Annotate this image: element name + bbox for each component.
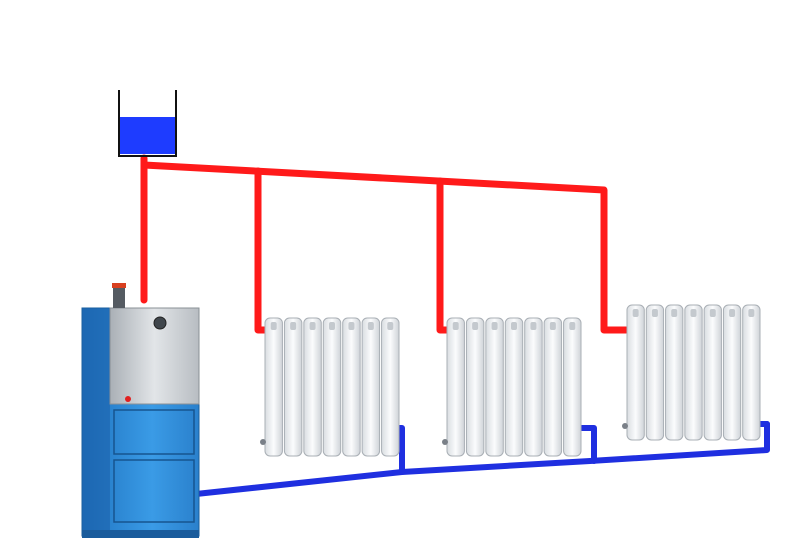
radiator-fin <box>342 317 361 457</box>
radiator-fin <box>283 317 303 457</box>
radiator-fin-cap <box>651 309 658 317</box>
supply-branch-radiator-2 <box>436 177 460 334</box>
boiler-lower-door <box>113 459 195 523</box>
expansion-tank <box>118 90 177 157</box>
boiler <box>81 283 200 538</box>
radiator-fin-cap <box>387 322 394 330</box>
radiator-fin <box>645 304 665 441</box>
radiator-fin-cap <box>729 309 736 317</box>
radiator-fin <box>563 317 582 457</box>
radiator-fin <box>543 317 563 457</box>
radiator-fin-cap <box>530 322 537 330</box>
radiator-fin-cap <box>491 322 498 330</box>
radiator-fin-cap <box>569 322 576 330</box>
radiator-fin <box>504 317 524 457</box>
expansion-tank-water <box>119 117 175 154</box>
radiator-fin-cap <box>632 309 639 317</box>
radiator-fin <box>322 317 342 457</box>
radiator-valve-icon <box>622 423 628 429</box>
boiler-top-valve <box>113 286 125 308</box>
radiator-fin-cap <box>309 322 316 330</box>
return-branch-radiator-2 <box>579 425 597 464</box>
radiator-fin <box>684 304 703 441</box>
radiator-fin-cap <box>367 322 374 330</box>
expansion-tank-walls <box>118 90 177 157</box>
boiler-gauge-icon <box>153 316 167 330</box>
radiator-fin <box>361 317 381 457</box>
radiator-fin-cap <box>671 309 678 317</box>
radiator-fin <box>665 304 684 441</box>
boiler-upper-door <box>113 409 195 455</box>
radiator-fin <box>722 304 742 441</box>
radiator-3 <box>622 304 761 441</box>
radiator-fin-cap <box>270 322 277 330</box>
radiator-fin <box>626 304 645 441</box>
supply-main-pipe <box>140 161 630 334</box>
radiator-fin <box>703 304 722 441</box>
boiler-valve-cap <box>112 283 126 288</box>
radiator-fin <box>446 317 465 457</box>
radiator-fin <box>381 317 400 457</box>
boiler-base <box>82 530 199 538</box>
radiator-fin <box>742 304 761 441</box>
radiator-1 <box>260 317 400 457</box>
supply-branch-radiator-1 <box>254 167 280 334</box>
radiator-2 <box>442 317 582 457</box>
return-main-pipe <box>193 421 770 497</box>
radiator-fin-cap <box>348 322 355 330</box>
radiator-valve-icon <box>260 439 266 445</box>
radiator-fin <box>524 317 543 457</box>
radiator-fin-cap <box>452 322 459 330</box>
boiler-indicator-light <box>125 396 131 402</box>
supply-pipe <box>140 154 630 334</box>
radiator-group <box>260 304 761 457</box>
radiator-fin-cap <box>472 322 479 330</box>
radiator-fin-cap <box>549 322 556 330</box>
radiator-fin-cap <box>329 322 335 330</box>
boiler-side-shade <box>82 308 110 536</box>
radiator-fin-cap <box>748 309 755 317</box>
radiator-fin <box>465 317 485 457</box>
radiator-fin-cap <box>690 309 697 317</box>
radiator-fin <box>264 317 283 457</box>
radiator-fin-cap <box>709 309 716 317</box>
radiator-fin <box>303 317 322 457</box>
radiator-fin-cap <box>290 322 297 330</box>
radiator-fin <box>485 317 504 457</box>
radiator-fin-cap <box>511 322 517 330</box>
radiator-valve-icon <box>442 439 448 445</box>
